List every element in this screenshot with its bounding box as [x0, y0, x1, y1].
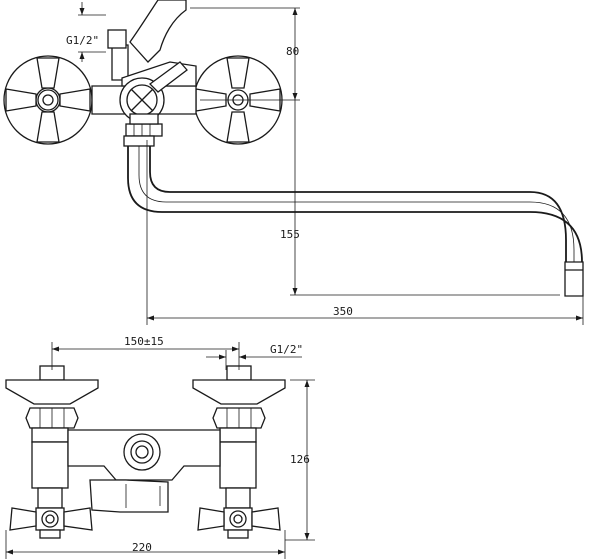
dimensions-front-view: [5, 342, 315, 559]
spacing-label: 150±15: [124, 335, 164, 348]
faucet-body-top: [91, 0, 197, 137]
front-height-label: 126: [290, 453, 310, 466]
left-valve-front: [5, 365, 99, 539]
center-body-front: [67, 429, 221, 513]
left-handle-top: [3, 55, 93, 145]
spout-top: [123, 135, 584, 297]
dimensions-top-view: [78, 2, 584, 325]
top-thread-label: G1/2": [66, 34, 99, 47]
front-thread-label: G1/2": [270, 343, 303, 356]
top-height-label: 80: [286, 45, 299, 58]
spout-length-label: 350: [333, 305, 353, 318]
spout-height-label: 155: [280, 228, 300, 241]
front-width-label: 220: [132, 541, 152, 554]
top-view: G1/2" 80 155 350: [3, 0, 584, 325]
right-valve-front: [192, 365, 286, 539]
front-view: 150±15 G1/2" 126 220: [5, 335, 315, 559]
